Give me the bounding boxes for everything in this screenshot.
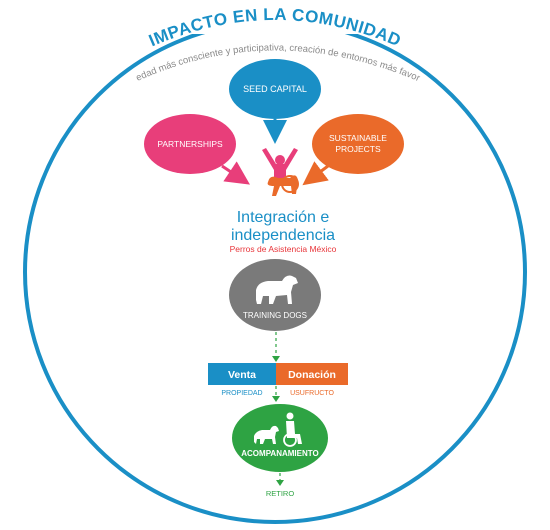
donacion-option: [276, 363, 348, 385]
acompanamiento-bubble: [232, 404, 328, 472]
brand-line2: independencia: [231, 227, 335, 244]
training-dogs-label: TRAINING DOGS: [243, 311, 307, 320]
brand-org-name: Perros de Asistencia México: [230, 244, 337, 254]
propiedad-label: PROPIEDAD: [221, 390, 262, 397]
donacion-label: Donación: [288, 369, 336, 381]
wheelchair-user-icon: [283, 412, 302, 447]
usufructo-label: USUFRUCTO: [290, 390, 334, 397]
title-backdrop: [150, 8, 400, 34]
partnerships-label: PARTNERSHIPS: [157, 139, 223, 149]
sustainable-label-line2: PROJECTS: [335, 144, 381, 154]
dog-icon: [256, 275, 298, 304]
acompanamiento-label: ACOMPANAMIENTO: [241, 449, 318, 458]
partnerships-arrow: [221, 161, 250, 185]
venta-label: Venta: [228, 369, 256, 381]
partnerships-bubble: [144, 114, 236, 174]
sustainable-projects-bubble: [312, 114, 404, 174]
organization-logo-icon: [262, 148, 299, 196]
seed-capital-label: SEED CAPITAL: [243, 84, 307, 94]
venta-option: [208, 363, 276, 385]
seed-capital-bubble: [229, 59, 321, 119]
sustainable-label-line1: SUSTAINABLE: [329, 133, 387, 143]
sustainable-arrow: [302, 161, 329, 186]
dog-icon-small: [254, 425, 279, 444]
brand-line1: Integración e: [237, 209, 330, 226]
retiro-label: RETIRO: [266, 489, 295, 498]
